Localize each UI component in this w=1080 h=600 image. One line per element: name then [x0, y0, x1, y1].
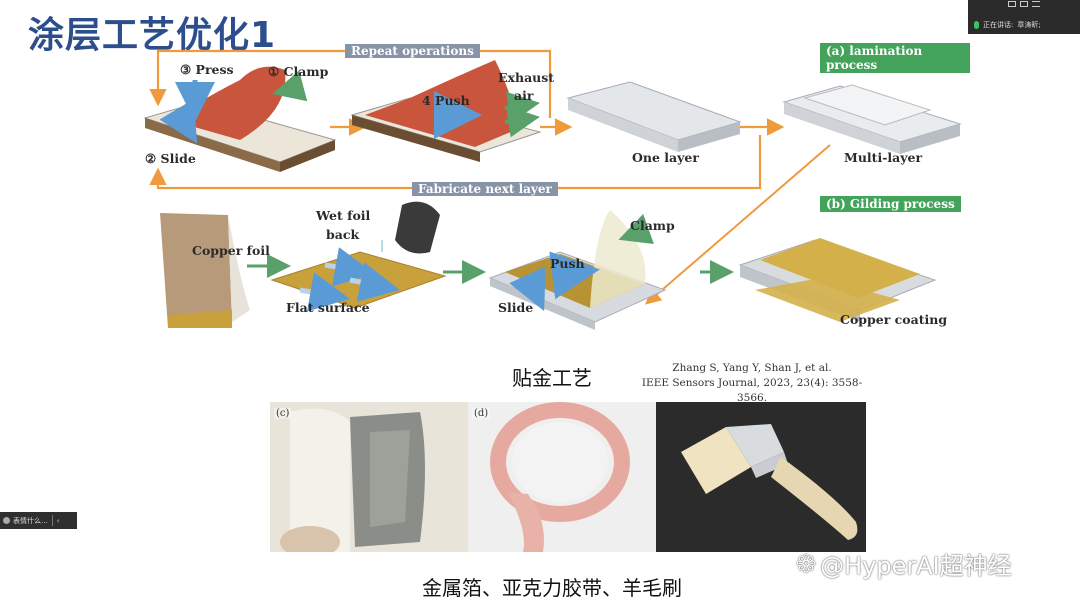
flat-surface-label: Flat surface [286, 300, 370, 315]
repeat-operations-tag: Repeat operations [345, 44, 480, 58]
clamp-label-bottom: Clamp [630, 218, 675, 233]
watermark-text: @HyperAI超神经 [820, 552, 1012, 580]
press-label: ③ Press [180, 62, 234, 77]
wet-foil-back-label: back [326, 227, 360, 242]
wet-foil-label: Wet foil [316, 208, 371, 223]
citation-authors: Zhang S, Yang Y, Shan J, et al. [672, 362, 832, 374]
copper-foil-label: Copper foil [192, 243, 270, 258]
restore-icon[interactable] [1020, 1, 1028, 7]
wool-brush-photo [656, 402, 866, 552]
gilding-caption: 贴金工艺 [512, 366, 592, 390]
exhaust-label: Exhaust [498, 70, 555, 85]
speaker-label: 正在讲话: [983, 21, 1014, 29]
side-toolbar-text[interactable]: 表情什么... [13, 516, 48, 525]
watermark: ❁ @HyperAI超神经 [796, 546, 1012, 581]
metal-foil-illustration [270, 402, 468, 552]
chevron-left-icon[interactable]: ‹ [56, 516, 60, 525]
copper-coating-label: Copper coating [840, 312, 948, 327]
process-figure: Repeat operations Fabricate next layer (… [140, 40, 970, 345]
materials-caption: 金属箔、亚克力胶带、羊毛刷 [422, 576, 682, 600]
push-label-top: 4 Push [422, 93, 470, 108]
watermark-logo-icon: ❁ [796, 549, 817, 578]
minimize-icon[interactable] [1008, 1, 1016, 7]
citation: Zhang S, Yang Y, Shan J, et al. IEEE Sen… [632, 361, 872, 406]
acrylic-tape-photo: (d) [468, 402, 656, 552]
acrylic-tape-illustration [468, 402, 656, 552]
citation-journal: IEEE Sensors Journal, 2023, 23(4): 3558-… [641, 377, 863, 404]
clamp-label-top: ① Clamp [268, 64, 329, 79]
speaker-indicator: 正在讲话: 章涛昕; [974, 20, 1041, 30]
slide-label-bottom: Slide [498, 300, 534, 315]
speaker-name: 章涛昕; [1017, 21, 1041, 29]
fabricate-next-layer-tag: Fabricate next layer [412, 182, 558, 196]
metal-foil-photo: (c) [270, 402, 468, 552]
one-layer-label: One layer [632, 150, 699, 165]
push-label-bottom: Push [550, 256, 585, 271]
lamination-process-tag: (a) lamination process [820, 43, 970, 73]
gilding-process-tag: (b) Gilding process [820, 196, 961, 212]
slide-label-top: ② Slide [145, 151, 196, 166]
slide-title: 涂层工艺优化1 [28, 15, 277, 56]
materials-photos: (c) (d) [270, 402, 866, 552]
toolbar-divider [51, 515, 53, 526]
meeting-widget: 正在讲话: 章涛昕; [968, 0, 1080, 34]
mic-icon [974, 21, 979, 29]
emoji-icon[interactable] [3, 517, 10, 524]
arrow-multilayer-to-gilding [644, 144, 831, 305]
menu-icon[interactable] [1032, 1, 1040, 7]
side-toolbar[interactable]: 表情什么... ‹ [0, 512, 77, 529]
photo-tag-c: (c) [274, 408, 292, 419]
window-controls[interactable] [1008, 1, 1040, 7]
air-label: air [514, 88, 534, 103]
photo-tag-d: (d) [472, 408, 491, 419]
process-diagram-graphics [143, 49, 962, 330]
multi-layer-label: Multi-layer [844, 150, 923, 165]
wool-brush-illustration [656, 402, 866, 552]
